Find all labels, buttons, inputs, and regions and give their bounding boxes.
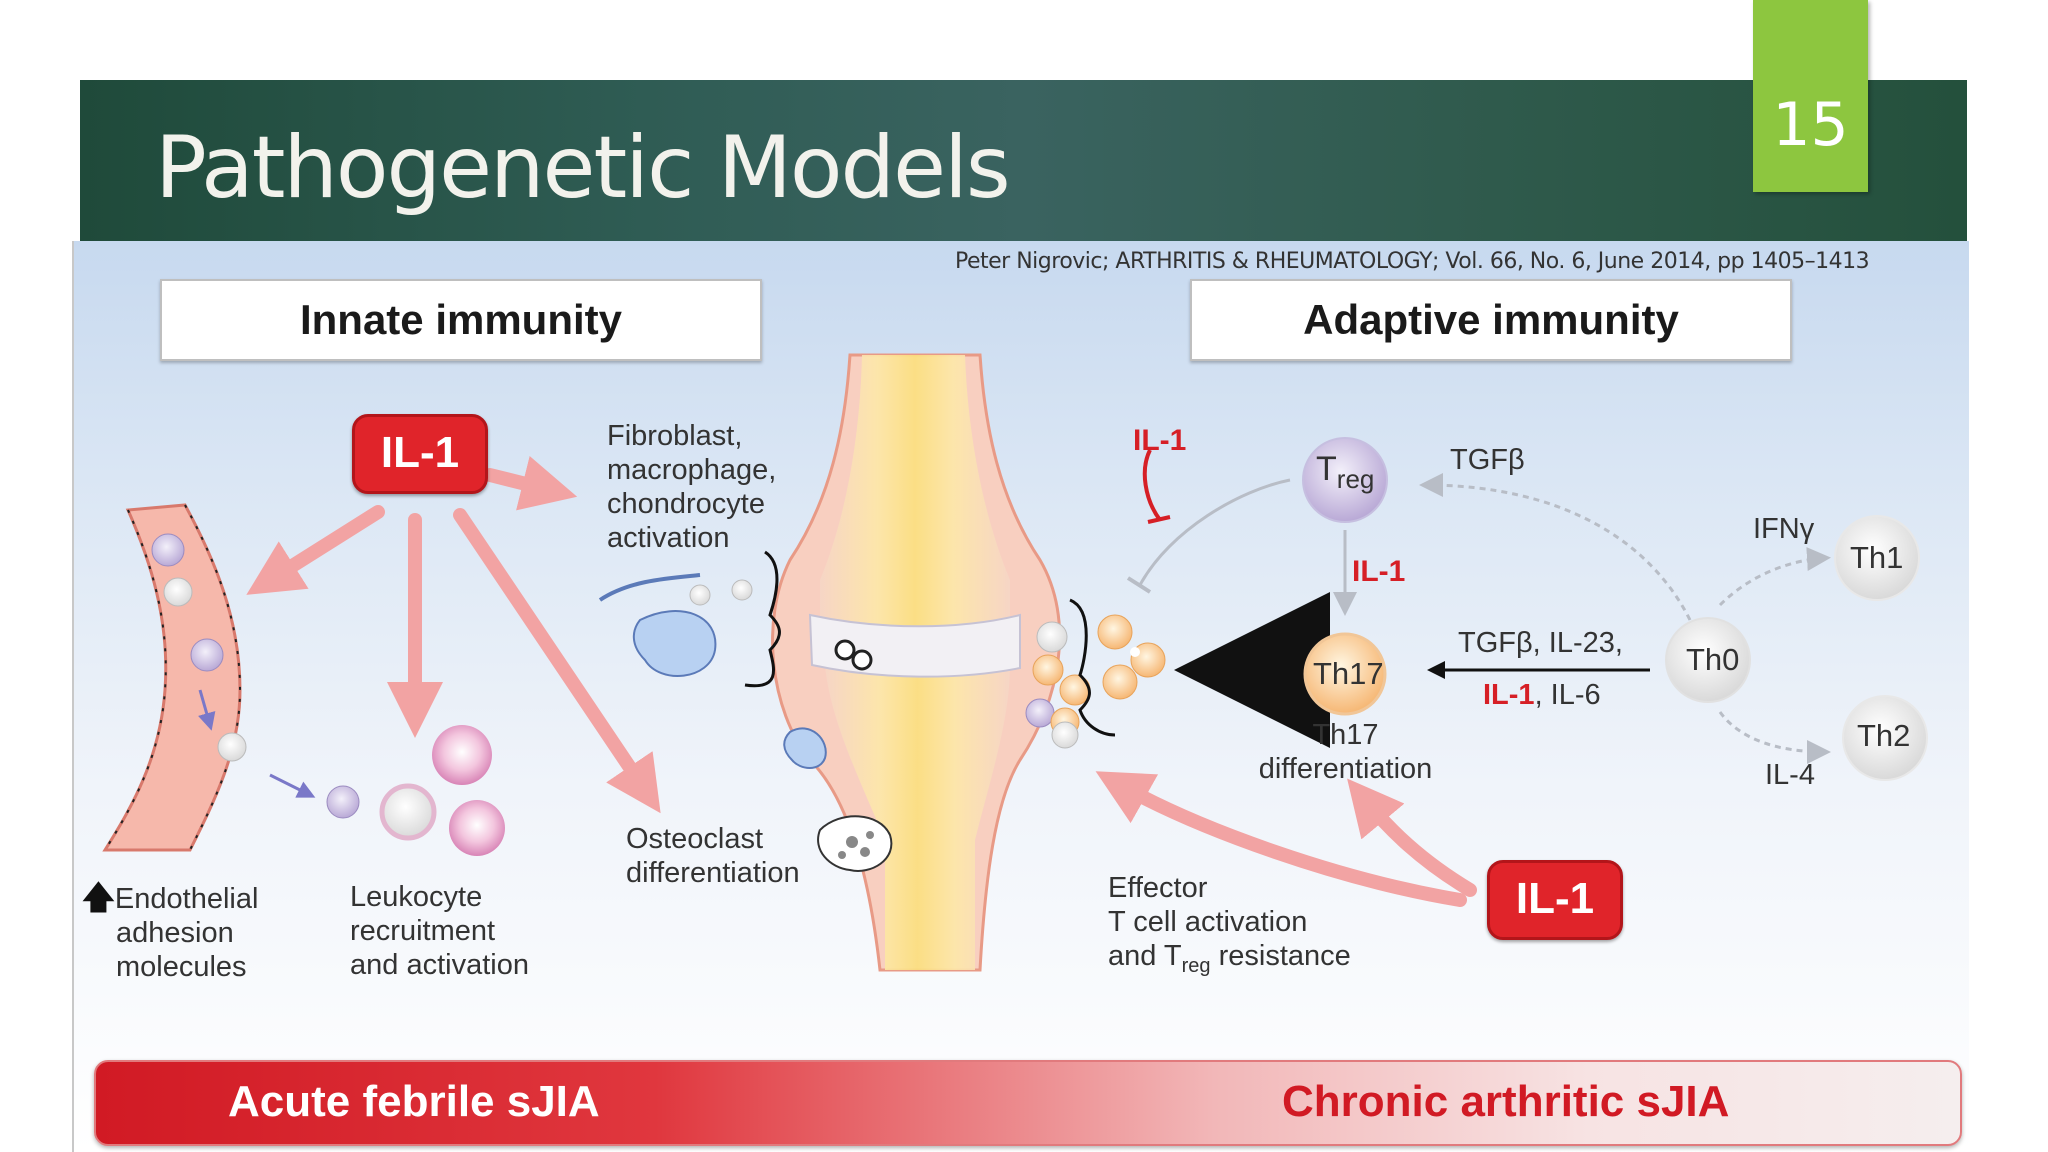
- th17-cell-label: Th17: [1313, 656, 1384, 691]
- adaptive-arrows: [1095, 449, 1831, 907]
- joint-illustration: [598, 353, 1166, 972]
- page-number: 15: [1772, 90, 1849, 160]
- tgfb-label: TGFβ: [1450, 444, 1525, 476]
- il1-treg-label: IL-1: [1352, 555, 1406, 588]
- th17-differentiation-label: Th17 differentiation: [1258, 719, 1433, 785]
- adaptive-immunity-heading: Adaptive immunity: [1190, 279, 1792, 361]
- il1-il6-label: IL-1, IL-6: [1483, 679, 1601, 711]
- tgfb-il23-label: TGFβ, IL-23,: [1458, 627, 1623, 659]
- t-cells: [1302, 437, 1928, 781]
- citation: Peter Nigrovic; ARTHRITIS & RHEUMATOLOGY…: [955, 249, 1870, 274]
- il1-badge-innate: IL-1: [352, 414, 488, 494]
- progression-bar: [94, 1060, 1962, 1146]
- il4-label: IL-4: [1765, 759, 1815, 791]
- th2-cell-label: Th2: [1857, 718, 1911, 753]
- fibroblast-label: Fibroblast, macrophage, chondrocyte acti…: [607, 420, 777, 554]
- treg-cell-label: Treg: [1316, 450, 1375, 494]
- effector-label: Effector T cell activation and Treg resi…: [1108, 872, 1351, 977]
- leukocyte-label: Leukocyte recruitment and activation: [350, 881, 529, 981]
- page-number-badge: [1753, 0, 1868, 192]
- up-arrow-icon: 🡅: [82, 879, 115, 915]
- acute-febrile-label: Acute febrile sJIA: [228, 1077, 600, 1126]
- innate-arrows: [246, 456, 661, 814]
- innate-immunity-heading: Innate immunity: [160, 279, 762, 361]
- ifng-label: IFNγ: [1753, 513, 1815, 545]
- osteoclast-label: Osteoclast differentiation: [626, 823, 800, 889]
- leukocytes: [326, 725, 505, 856]
- endothelial-label: 🡅Endothelial adhesion molecules: [82, 879, 259, 983]
- il1-inhibition-label: IL-1: [1133, 424, 1187, 457]
- chronic-arthritic-label: Chronic arthritic sJIA: [1282, 1077, 1730, 1126]
- title-bar: [80, 80, 1967, 241]
- il1-badge-adaptive: IL-1: [1487, 860, 1623, 940]
- th0-cell-label: Th0: [1686, 642, 1740, 677]
- page-title: Pathogenetic Models: [155, 118, 1011, 218]
- th1-cell-label: Th1: [1850, 540, 1904, 575]
- blood-vessel: [102, 503, 316, 852]
